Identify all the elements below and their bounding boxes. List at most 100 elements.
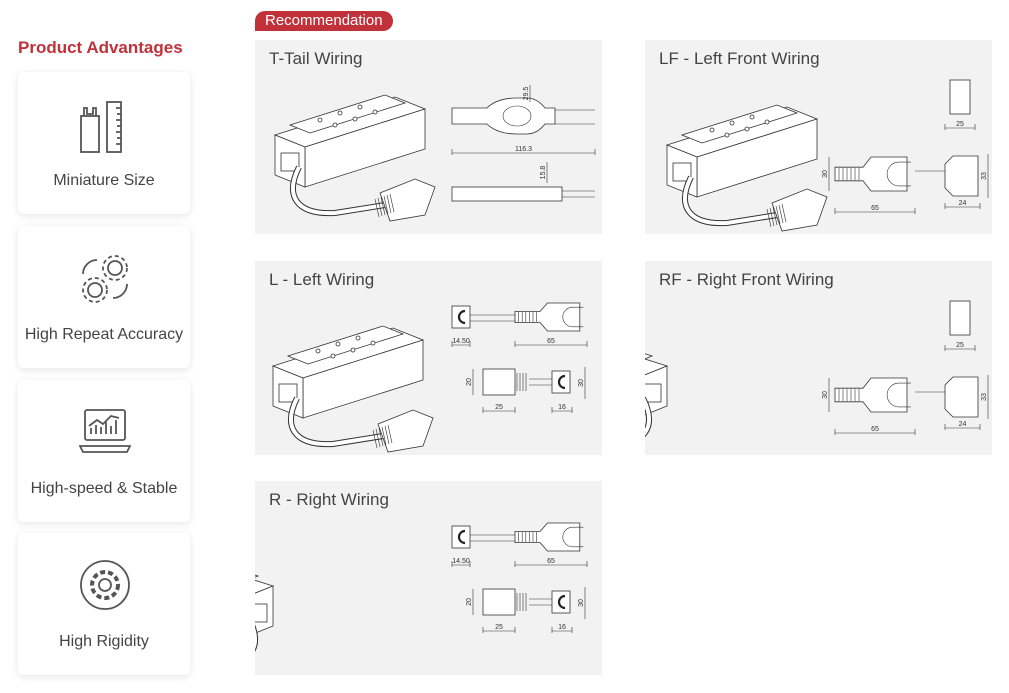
recommendation-badge: Recommendation (255, 11, 393, 31)
screw-hole (744, 126, 750, 132)
connector-rib (781, 203, 787, 223)
screw-hole (315, 348, 321, 354)
cable-clip (551, 370, 571, 394)
dimension-label: 30 (578, 599, 585, 607)
connector-rib (766, 208, 772, 228)
motor-connector (645, 383, 662, 403)
advantage-label: High-speed & Stable (30, 480, 178, 497)
linear-stage-drawing (645, 353, 669, 437)
advantage-card-high-repeat-accuracy: High Repeat Accuracy (18, 226, 190, 368)
screw-hole (317, 117, 323, 123)
advantage-label: High Rigidity (59, 633, 149, 650)
advantage-label: Miniature Size (53, 172, 155, 189)
screw-hole (332, 122, 338, 128)
dimension-label: 24 (959, 421, 967, 428)
connector-rib (375, 428, 381, 448)
screw-hole (352, 116, 358, 122)
dimension-label: 20 (466, 598, 473, 606)
advantage-card-high-rigidity: High Rigidity (18, 533, 190, 675)
advantage-card-miniature-size: Miniature Size (18, 72, 190, 214)
dimension-label: 116.3 (515, 146, 532, 153)
screw-hole (724, 132, 730, 138)
dimension-label: 30 (822, 391, 829, 399)
dimension-label: 16 (558, 404, 566, 411)
dimension-label: 65 (871, 426, 879, 433)
connector-body (834, 377, 908, 413)
dimension-label: 30 (822, 170, 829, 178)
gear-circle-icon (80, 560, 130, 610)
laptop-chart-icon (79, 409, 131, 453)
wiring-title: RF - Right Front Wiring (659, 270, 834, 289)
connector-latch (886, 161, 911, 187)
screw-hole (337, 110, 343, 116)
dimension-label: 25 (956, 121, 964, 128)
linear-stage-drawing (665, 104, 828, 232)
product-advantages-title: Product Advantages (18, 38, 183, 57)
cylinder-body (482, 588, 516, 616)
dimension-label: 29.5 (523, 87, 530, 101)
advantage-label: High Repeat Accuracy (24, 326, 184, 343)
wiring-title: R - Right Wiring (269, 490, 389, 509)
clip-side-view (949, 79, 971, 115)
linear-stage-drawing (271, 325, 434, 453)
wiring-title: L - Left Wiring (269, 270, 375, 289)
dimension-label: 20 (466, 378, 473, 386)
clip-ring (457, 309, 466, 325)
end-plug (944, 376, 979, 418)
dimension-label: 65 (547, 558, 555, 565)
linear-stage-drawing (273, 94, 436, 222)
clip-ring (557, 594, 566, 610)
dimension-label: 16 (558, 624, 566, 631)
motor-connector (280, 152, 300, 172)
clip-ring (557, 374, 566, 390)
screw-hole (729, 120, 735, 126)
motor-connector (255, 603, 268, 623)
connector-body (834, 156, 908, 192)
end-plug (944, 155, 979, 197)
cable-inner (289, 397, 384, 447)
wiring-title: T-Tail Wiring (269, 49, 363, 68)
connector-latch (886, 382, 911, 408)
dimension-label: 24 (959, 200, 967, 207)
connector-rib (386, 194, 392, 214)
screw-hole (370, 340, 376, 346)
motor-connector (672, 162, 692, 182)
connector-latch (562, 526, 584, 548)
cable-inner (291, 166, 386, 216)
cable-inner (645, 397, 651, 436)
motor-connector (278, 383, 298, 403)
screw-hole (330, 353, 336, 359)
battery-ruler-icon (80, 101, 122, 153)
stage-carriage (286, 325, 405, 365)
connector-top-view (451, 97, 556, 135)
wiring-title: LF - Left Front Wiring (659, 49, 820, 68)
screw-hole (709, 127, 715, 133)
connector-side-view (451, 186, 563, 202)
screw-hole (355, 335, 361, 341)
cable-clip (451, 525, 471, 549)
cable-clip (451, 305, 471, 329)
screw-hole (749, 114, 755, 120)
dimension-label: 33 (981, 393, 988, 401)
connector-rib (769, 207, 775, 227)
connector-body (514, 522, 581, 552)
connector-rib (372, 429, 378, 449)
dimension-label: 25 (495, 624, 503, 631)
screw-hole (335, 341, 341, 347)
cable-clip (551, 590, 571, 614)
dimension-label: 65 (547, 338, 555, 345)
gears-cycle-icon (82, 255, 128, 303)
connector-rib (380, 196, 386, 216)
dimension-label: 33 (981, 172, 988, 180)
